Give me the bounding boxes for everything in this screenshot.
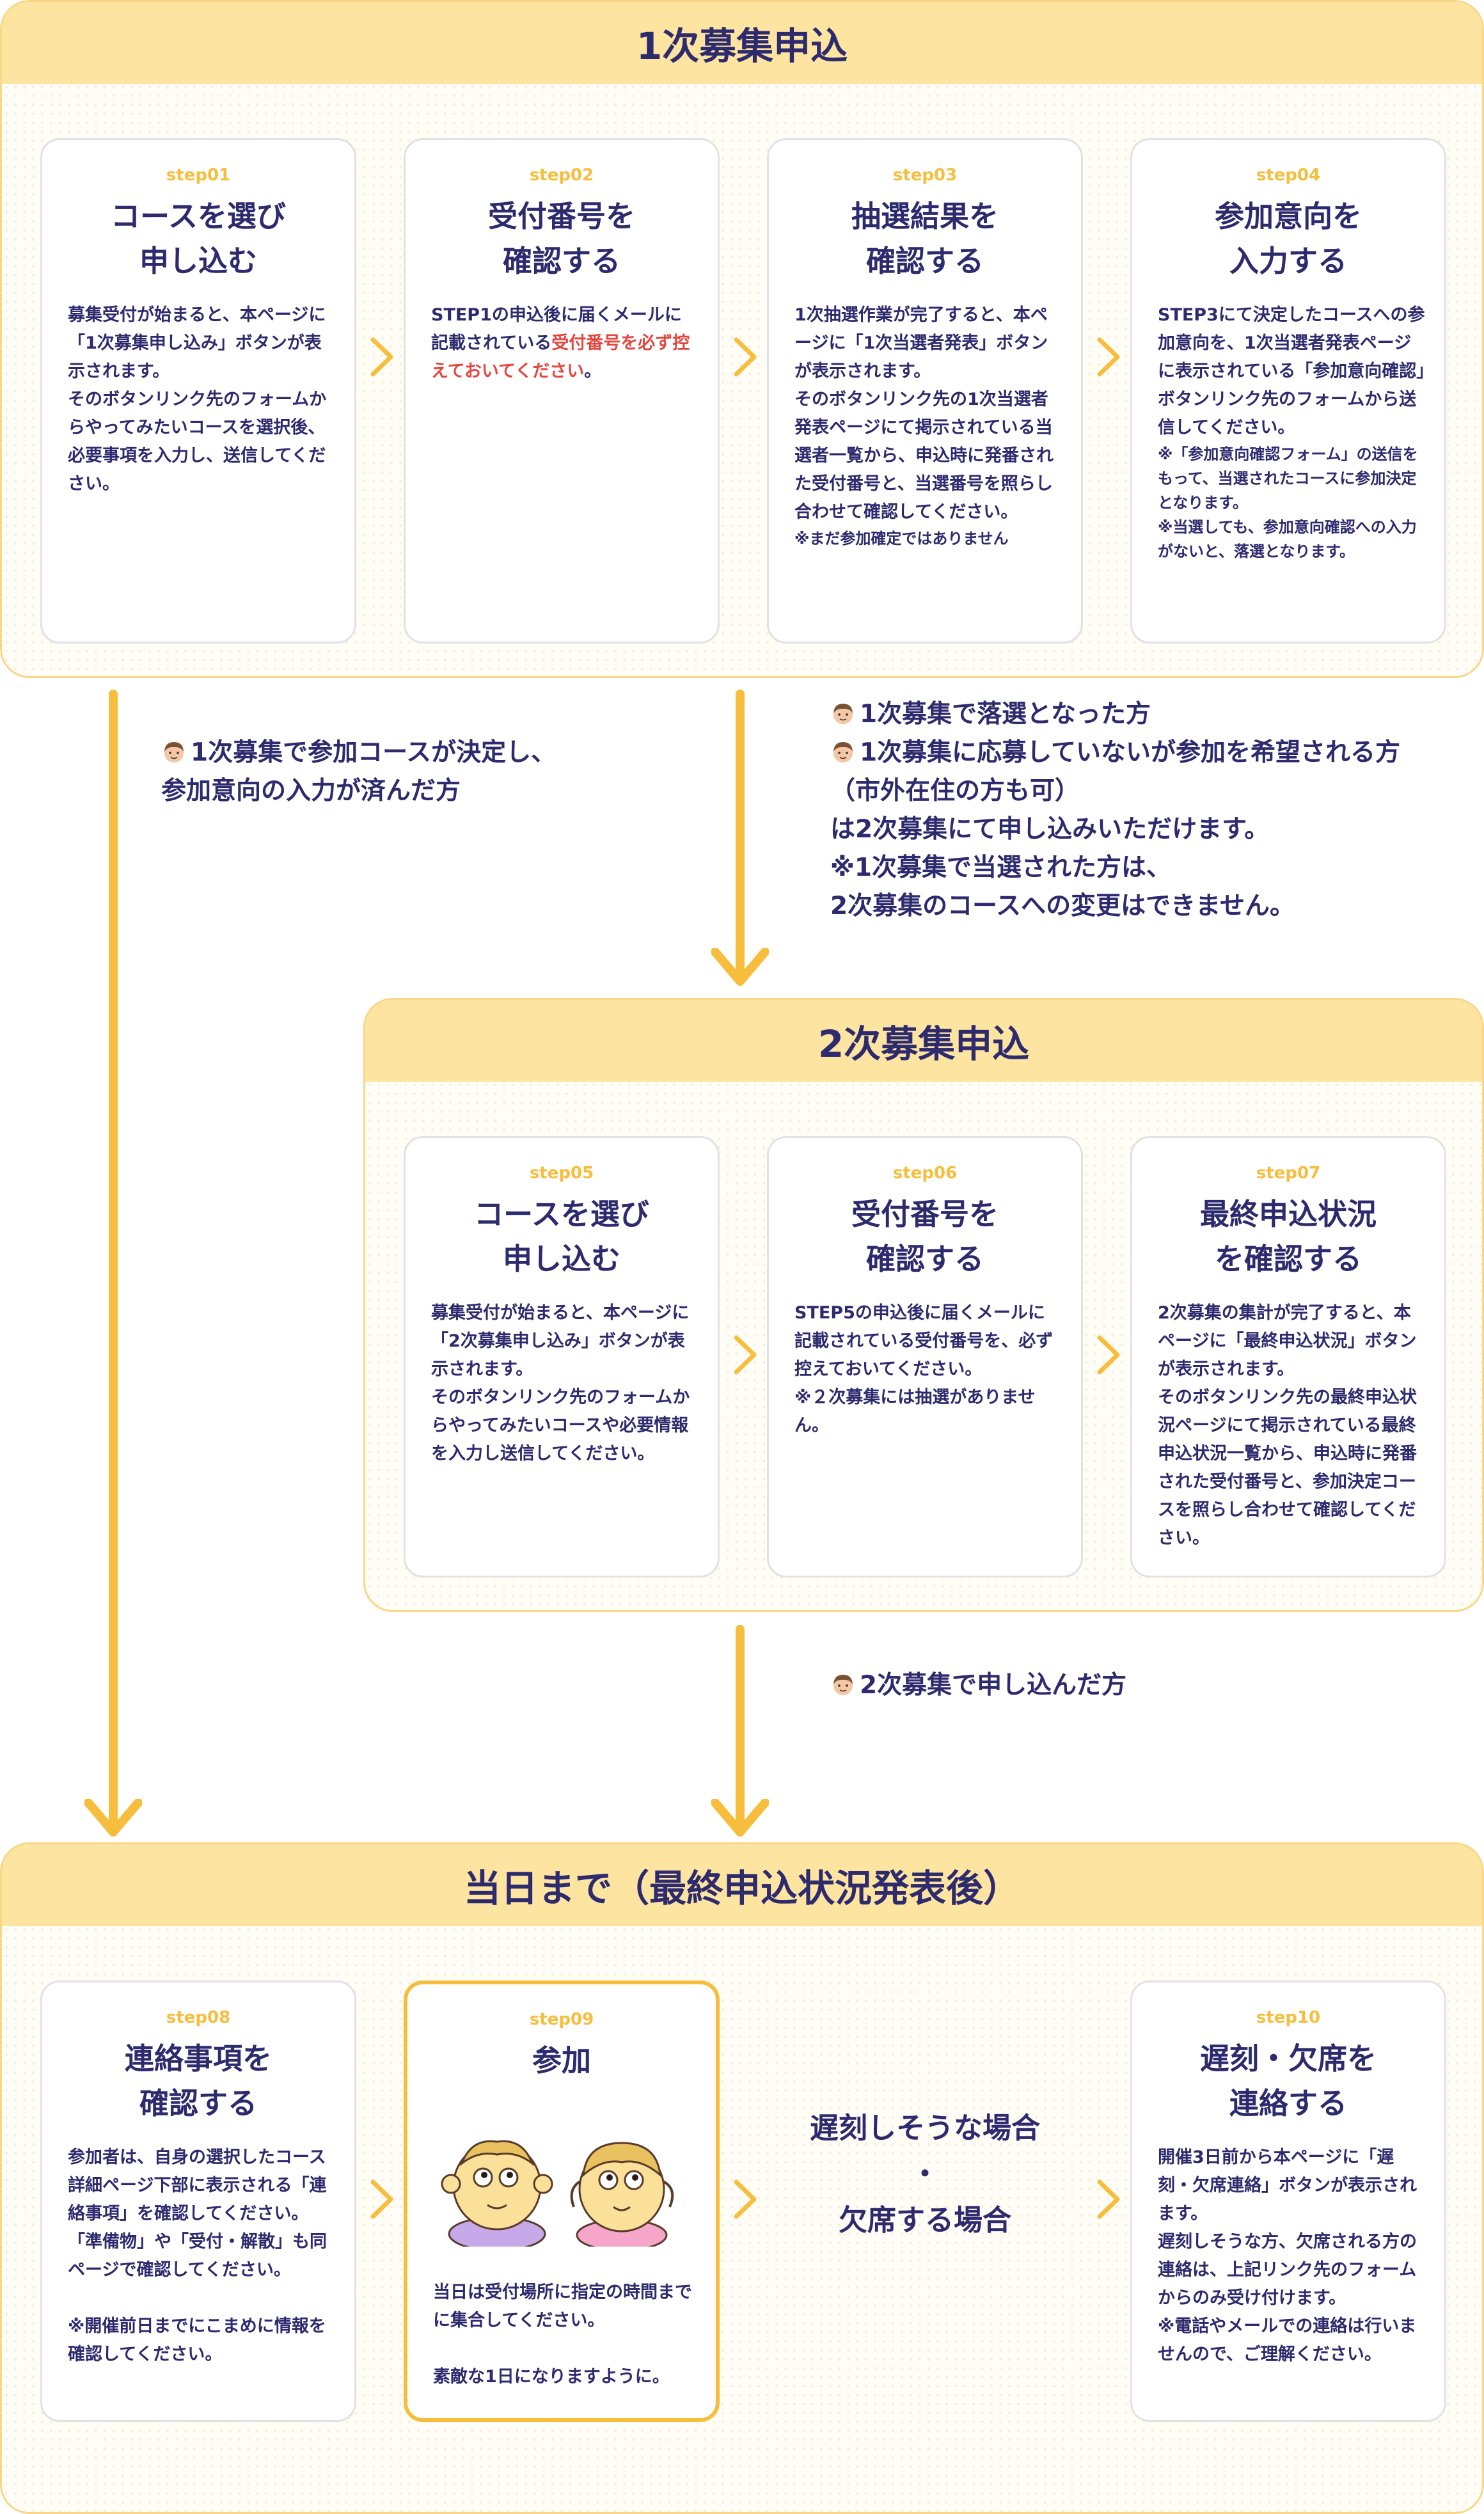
step-label: step03 xyxy=(892,166,958,185)
step-label: step05 xyxy=(529,1164,594,1183)
step-description: 1次抽選作業が完了すると、本ページに「1次当選者発表」ボタンが表示されます。その… xyxy=(794,305,1054,548)
section-title: 1次募集申込 xyxy=(2,2,1482,84)
step-label: step01 xyxy=(166,166,231,185)
step-label: step06 xyxy=(892,1164,958,1183)
step-label: step04 xyxy=(1256,166,1321,185)
section-title: 2次募集申込 xyxy=(365,1000,1482,1082)
step-label: step09 xyxy=(529,2010,594,2029)
step-title: 連絡事項を確認する xyxy=(125,2041,272,2121)
step-card-08: step08 連絡事項を確認する 参加者は、自身の選択したコース詳細ページ下部に… xyxy=(40,1980,356,2422)
step-title: 参加意向を入力する xyxy=(1215,199,1362,278)
step-label: step02 xyxy=(529,166,594,185)
step-title: 受付番号を確認する xyxy=(488,199,635,278)
chevron-right-icon xyxy=(1094,1332,1123,1377)
person-icon xyxy=(830,1672,856,1697)
person-icon xyxy=(830,739,856,764)
children-illustration xyxy=(441,2140,674,2247)
step-card-04: step04 参加意向を入力する STEP3にて決定したコースへの参加意向を、1… xyxy=(1130,138,1446,644)
step-title: 受付番号を確認する xyxy=(851,1197,999,1276)
flow-line-center-2 xyxy=(736,1625,745,1828)
step-label: step08 xyxy=(166,2008,231,2027)
step-card-03: step03 抽選結果を確認する 1次抽選作業が完了すると、本ページに「1次当選… xyxy=(767,138,1083,644)
step-card-06: step06 受付番号を確認する STEP5の申込後に届くメールに記載されている… xyxy=(767,1136,1083,1577)
note-right: 1次募集で落選となった方 1次募集に応募していないが参加を希望される方 （市外在… xyxy=(830,700,1400,921)
highlight-text: 受付番号を必ず控えておいてください xyxy=(431,333,690,381)
condition-text: 遅刻しそうな場合 ・ 欠席する場合 xyxy=(809,2111,1040,2237)
step-description: 募集受付が始まると、本ページに「1次募集申し込み」ボタンが表示されます。そのボタ… xyxy=(68,305,327,494)
chevron-right-icon xyxy=(1094,2177,1123,2222)
flow-line-left xyxy=(109,690,118,1828)
arrow-down-icon xyxy=(711,948,769,986)
section-title: 当日まで（最終申込状況発表後） xyxy=(2,1844,1482,1926)
step-title: 最終申込状況を確認する xyxy=(1200,1197,1377,1276)
section-second-application: 2次募集申込 step05 コースを選び申し込む 募集受付が始まると、本ページに… xyxy=(363,998,1484,1612)
step-description: 2次募集の集計が完了すると、本ページに「最終申込状況」ボタンが表示されます。その… xyxy=(1158,1303,1417,1548)
step-title: コースを選び申し込む xyxy=(474,1197,649,1276)
step-description: 参加者は、自身の選択したコース詳細ページ下部に表示される「連絡事項」を確認してく… xyxy=(68,2147,327,2364)
step-description: STEP3にて決定したコースへの参加意向を、1次当選者発表ページに表示されている… xyxy=(1158,305,1425,560)
step-card-02: step02 受付番号を確認する STEP1の申込後に届くメールに記載されている… xyxy=(404,138,720,644)
flow-line-center-1 xyxy=(736,690,745,977)
step-label: step10 xyxy=(1256,2008,1321,2027)
step-card-09: step09 参加 xyxy=(404,1980,720,2422)
step-label: step07 xyxy=(1256,1164,1321,1183)
section-first-application: 1次募集申込 step01 コースを選び申し込む 募集受付が始まると、本ページに… xyxy=(0,0,1484,678)
arrow-down-icon xyxy=(84,1799,142,1837)
chevron-right-icon xyxy=(1094,335,1123,379)
step-description: 開催3日前から本ページに「遅刻・欠席連絡」ボタンが表示されます。遅刻しそうな方、… xyxy=(1158,2147,1417,2364)
person-icon xyxy=(161,739,187,764)
step-title: コースを選び申し込む xyxy=(111,199,286,278)
person-icon xyxy=(830,700,856,726)
step-description: 当日は受付場所に指定の時間までに集合してください。 素敵な1日になりますように。 xyxy=(433,2282,692,2387)
step-title: 遅刻・欠席を連絡する xyxy=(1200,2041,1377,2121)
chevron-right-icon xyxy=(731,2177,759,2222)
step-description: STEP5の申込後に届くメールに記載されている受付番号を、必ず控えておいてくださ… xyxy=(794,1303,1054,1435)
section-until-event-day: 当日まで（最終申込状況発表後） step08 連絡事項を確認する 参加者は、自身… xyxy=(0,1842,1484,2514)
step-card-01: step01 コースを選び申し込む 募集受付が始まると、本ページに「1次募集申し… xyxy=(40,138,356,644)
step-title: 参加 xyxy=(532,2043,591,2078)
step-card-07: step07 最終申込状況を確認する 2次募集の集計が完了すると、本ページに「最… xyxy=(1130,1136,1446,1577)
chevron-right-icon xyxy=(368,335,396,379)
chevron-right-icon xyxy=(731,335,759,379)
arrow-down-icon xyxy=(711,1799,769,1837)
note-bottom: 2次募集で申し込んだ方 xyxy=(830,1666,1126,1705)
chevron-right-icon xyxy=(731,1332,759,1377)
note-left: 1次募集で参加コースが決定し、 参加意向の入力が済んだ方 xyxy=(161,738,556,805)
step-card-05: step05 コースを選び申し込む 募集受付が始まると、本ページに「2次募集申し… xyxy=(404,1136,720,1577)
chevron-right-icon xyxy=(368,2177,396,2222)
step-description: 募集受付が始まると、本ページに「2次募集申し込み」ボタンが表示されます。そのボタ… xyxy=(431,1303,690,1464)
step-title: 抽選結果を確認する xyxy=(851,199,999,278)
step-description: STEP1の申込後に届くメールに記載されている受付番号を必ず控えておいてください… xyxy=(431,305,690,381)
step-card-10: step10 遅刻・欠席を連絡する 開催3日前から本ページに「遅刻・欠席連絡」ボ… xyxy=(1130,1980,1446,2422)
